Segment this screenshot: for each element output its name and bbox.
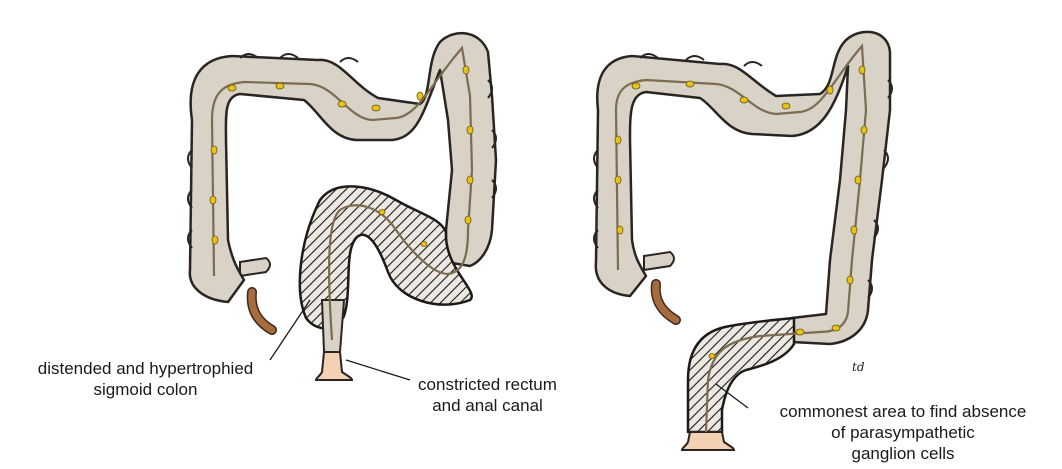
right-colon	[594, 32, 892, 450]
left-anal-canal	[316, 352, 352, 380]
label-commonest-area: commonest area to find absence of parasy…	[748, 401, 1058, 464]
label-line: and anal canal	[405, 395, 570, 416]
label-line: of parasympathetic	[748, 422, 1058, 443]
left-colon	[188, 33, 496, 380]
right-anal-canal	[682, 432, 734, 450]
label-line: sigmoid colon	[8, 379, 283, 400]
leader-left-b	[346, 360, 410, 380]
right-ileum	[644, 252, 674, 270]
right-normal-colon	[596, 32, 890, 344]
artist-signature: td	[852, 360, 865, 374]
label-line: ganglion cells	[748, 443, 1058, 464]
label-distended-sigmoid: distended and hypertrophied sigmoid colo…	[8, 358, 283, 400]
label-line: constricted rectum	[405, 374, 570, 395]
label-line: distended and hypertrophied	[8, 358, 283, 379]
label-constricted-rectum: constricted rectum and anal canal	[405, 374, 570, 416]
left-constricted-rectum	[322, 300, 344, 352]
left-ileum	[240, 258, 270, 276]
label-line: commonest area to find absence	[748, 401, 1058, 422]
